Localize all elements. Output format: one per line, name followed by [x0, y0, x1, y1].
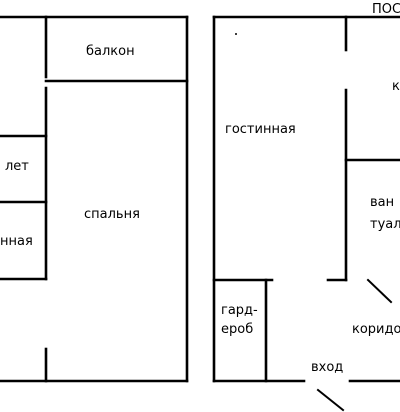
toilet-label: лет: [5, 159, 29, 174]
bathroom-door-leaf: [366, 278, 393, 304]
pencil-dot: [235, 33, 237, 35]
entrance-label: вход: [311, 360, 343, 375]
left-floor-plan: балкон спальня лет нная: [0, 15, 189, 383]
kitchen-label: к: [392, 79, 400, 94]
room-label: нная: [0, 234, 33, 249]
corridor-label: коридо: [352, 322, 400, 337]
wardrobe-label-line1: гард-: [221, 303, 258, 318]
bathroom-label-line1: ван: [370, 195, 394, 210]
bathroom-label-line2: туал: [370, 217, 400, 232]
entrance-door-leaf: [316, 388, 345, 412]
wardrobe-label-line2: ероб: [221, 322, 253, 337]
living-room-label: гостинная: [225, 122, 296, 137]
balcony-label: балкон: [86, 44, 135, 59]
heading-label: ПОС: [372, 2, 400, 17]
right-floor-plan: ПОС гостинная к ван туал гард- ероб кори…: [212, 2, 400, 412]
bedroom-label: спальня: [84, 207, 140, 222]
